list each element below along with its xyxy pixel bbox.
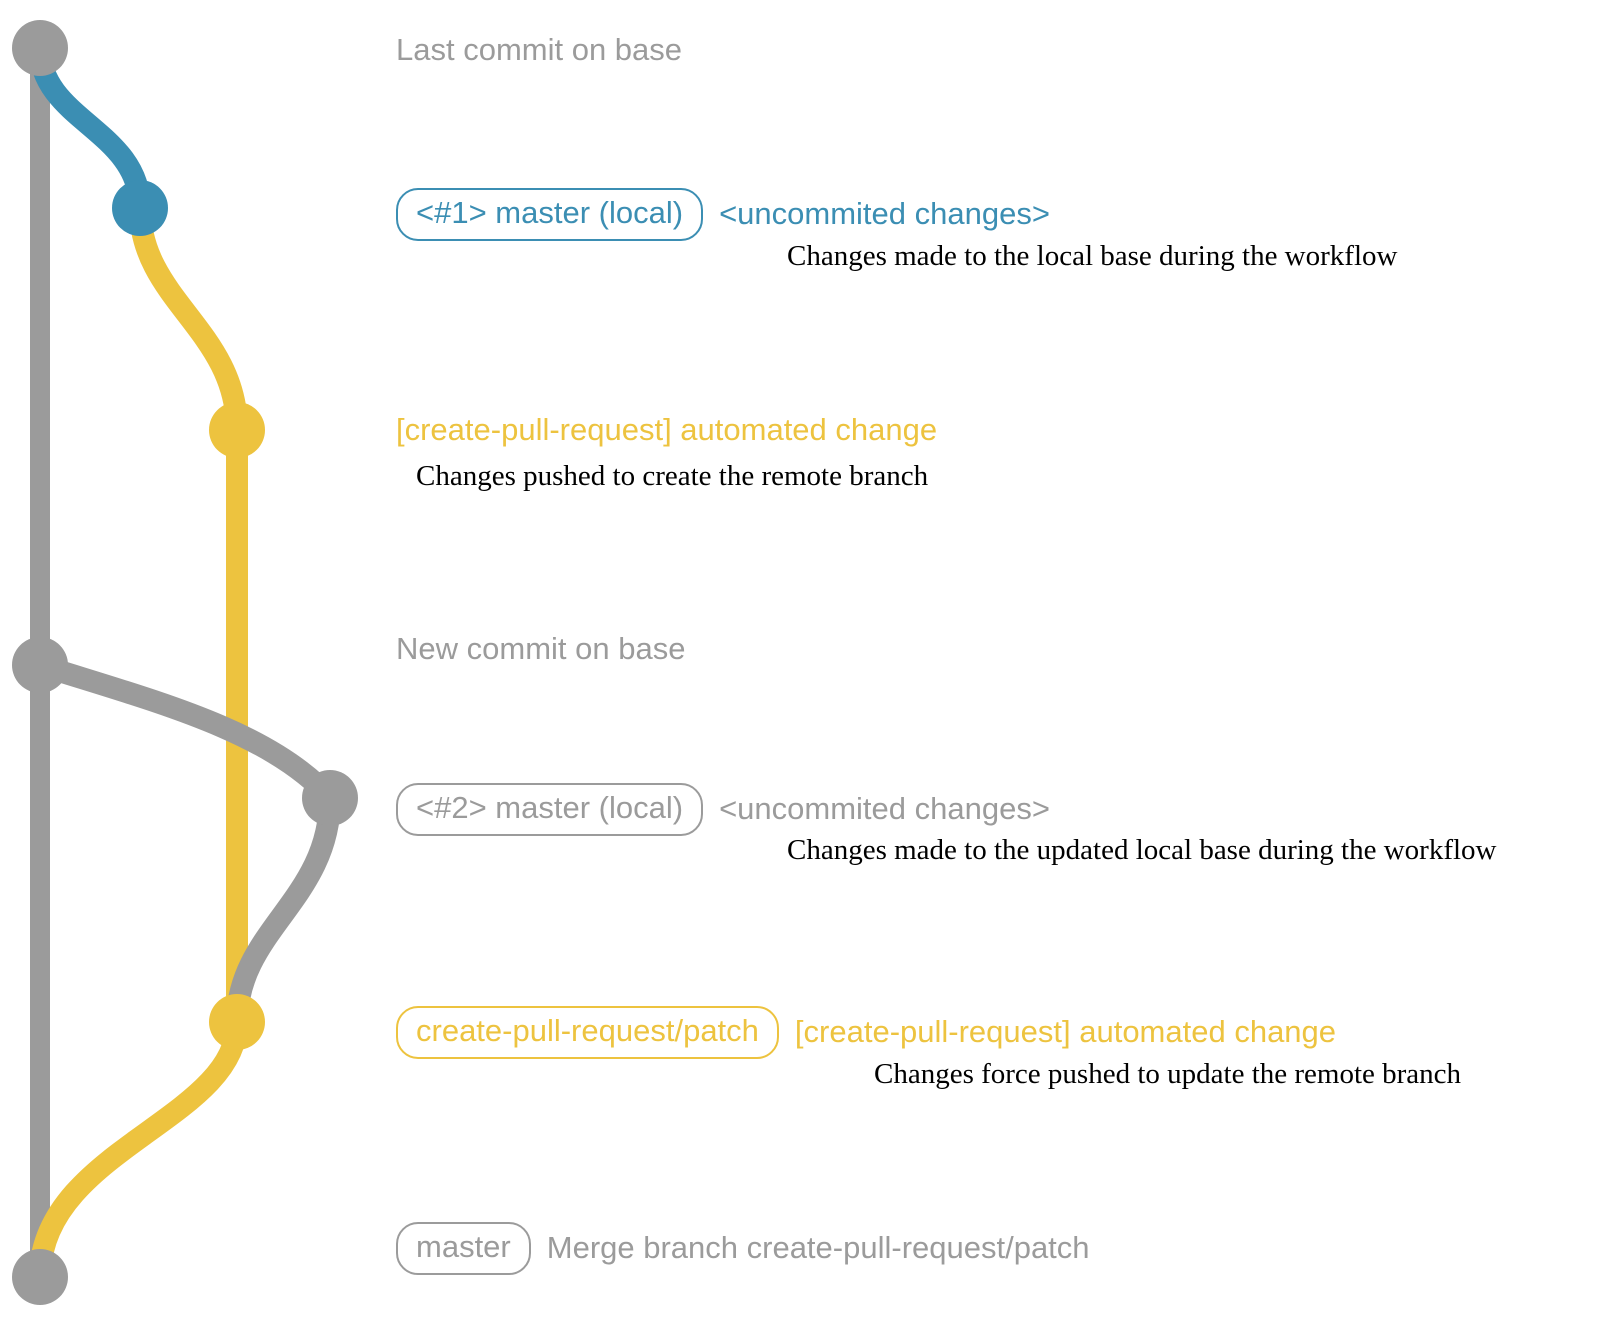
edge-remote-2-to-merge (29, 1011, 248, 1288)
commit-row-new-commit-on-base: New commit on base (396, 631, 685, 667)
commit-node-remote-commit-2 (209, 994, 265, 1050)
commit-row-merge-commit: master Merge branch create-pull-request/… (396, 1222, 1090, 1275)
commit-subject: <uncommited changes> (719, 196, 1050, 232)
commit-note-local-commit-2: Changes made to the updated local base d… (787, 834, 1497, 866)
edge-base-to-local-1 (29, 37, 151, 219)
commit-subject: <uncommited changes> (719, 791, 1050, 827)
branch-chip-local-2[interactable]: <#2> master (local) (396, 783, 704, 836)
commit-row-remote-commit-1: [create-pull-request] automated change (396, 412, 937, 448)
commit-row-local-commit-2: <#2> master (local) <uncommited changes> (396, 783, 1050, 836)
commit-node-local-commit-1 (112, 180, 168, 236)
commit-subject: [create-pull-request] automated change (396, 412, 938, 447)
commit-node-last-commit-on-base (12, 20, 68, 76)
commit-row-last-commit-on-base: Last commit on base (396, 32, 682, 68)
commit-subject: Last commit on base (396, 32, 683, 67)
edge-base-to-local-2 (29, 654, 341, 809)
edge-local-1-to-remote-1 (129, 197, 248, 441)
commit-node-new-commit-on-base (12, 637, 68, 693)
commit-node-local-commit-2 (302, 770, 358, 826)
branch-chip-master[interactable]: master (396, 1222, 531, 1275)
commit-node-merge-commit (12, 1249, 68, 1305)
commit-row-remote-commit-2: create-pull-request/patch [create-pull-r… (396, 1006, 1336, 1059)
branch-chip-local-1[interactable]: <#1> master (local) (396, 188, 704, 241)
commit-row-local-commit-1: <#1> master (local) <uncommited changes> (396, 188, 1050, 241)
commit-note-remote-commit-2: Changes force pushed to update the remot… (874, 1058, 1462, 1090)
commit-node-remote-commit-1 (209, 402, 265, 458)
commit-subject: [create-pull-request] automated change (794, 1014, 1337, 1050)
branch-chip-create-pull-request-patch[interactable]: create-pull-request/patch (396, 1006, 779, 1059)
commit-subject: Merge branch create-pull-request/patch (546, 1230, 1090, 1266)
commit-subject: New commit on base (396, 631, 686, 666)
commit-note-remote-commit-1: Changes pushed to create the remote bran… (416, 460, 929, 492)
edge-local-2-to-remote-2 (226, 787, 341, 1033)
commit-note-local-commit-1: Changes made to the local base during th… (787, 240, 1398, 272)
